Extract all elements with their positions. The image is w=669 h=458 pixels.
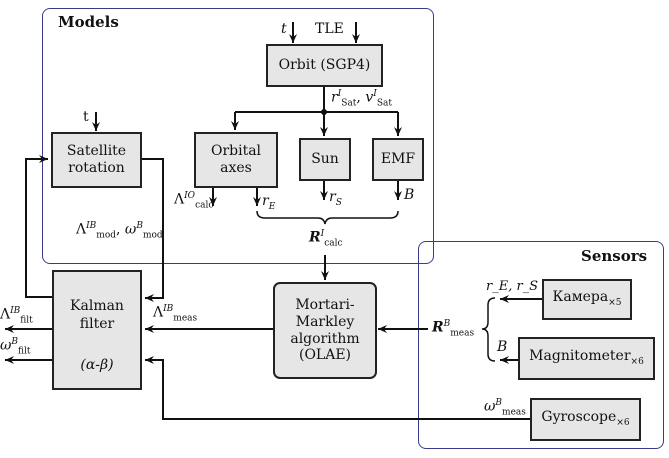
orbital-axes-line2: axes: [220, 160, 252, 176]
satellite-rotation-block: Satellite rotation: [51, 132, 142, 188]
kalman-filter-block: Kalman filter (α-β): [52, 270, 142, 390]
sensors-title: Sensors: [581, 247, 648, 265]
kalman-line3: (α-β): [80, 357, 114, 373]
gyroscope-label: Gyroscope×6: [541, 409, 630, 429]
magnetometer-block: Magnitometer×6: [518, 337, 655, 380]
models-title: Models: [58, 13, 119, 31]
gyroscope-block: Gyroscope×6: [530, 398, 641, 441]
signal-rE-rS-meas: r_E, r_S: [486, 279, 539, 294]
sun-label: Sun: [311, 150, 339, 167]
emf-block: EMF: [372, 138, 424, 181]
kalman-line2: filter: [79, 315, 115, 332]
arrow-rotation-kalman: [141, 158, 164, 302]
arrow-gyro-kalman: [145, 356, 530, 420]
signal-omega-filt: ωBfilt: [0, 337, 31, 357]
kalman-line1: Kalman: [70, 298, 124, 314]
magnetometer-label: Magnitometer×6: [529, 348, 644, 368]
input-t-rotation: t: [83, 109, 89, 125]
satellite-rotation-line2: rotation: [68, 160, 125, 176]
signal-B: B: [404, 187, 415, 203]
signal-lambda-filt: ΛIBfilt: [0, 306, 33, 326]
signal-lambda-meas: ΛIBmeas: [153, 304, 198, 324]
olae-block: Mortari- Markley algorithm (OLAE): [273, 282, 377, 379]
olae-line3: algorithm: [290, 330, 360, 347]
olae-line4: (OLAE): [298, 347, 352, 364]
orbit-label: Orbit (SGP4): [278, 56, 371, 73]
orbital-axes-line1: Orbital: [210, 142, 262, 159]
signal-R-calc: RIcalc: [309, 229, 343, 249]
camera-label: Камера×5: [552, 289, 622, 309]
junction-dot: [321, 109, 327, 115]
signal-lambda-omega-mod: ΛIBmod, ωBmod: [76, 221, 163, 241]
signal-r-v-sat: rISat, vISat: [331, 89, 392, 109]
signal-omega-meas: ωBmeas: [484, 398, 526, 418]
camera-block: Камера×5: [542, 279, 632, 320]
orbit-block: Orbit (SGP4): [266, 44, 383, 87]
brace-R-meas: [481, 297, 496, 362]
sun-block: Sun: [299, 138, 351, 181]
emf-label: EMF: [380, 150, 416, 167]
brace-R-calc: [256, 210, 399, 225]
olae-line2: Markley: [295, 313, 355, 330]
orbital-axes-block: Orbital axes: [194, 132, 278, 188]
models-group: [42, 8, 434, 264]
signal-rE: rE: [262, 193, 276, 212]
signal-B-meas: B: [497, 339, 508, 355]
sensors-group: [418, 241, 664, 449]
input-t-orbit: t: [281, 21, 287, 37]
olae-line1: Mortari-: [295, 296, 355, 313]
signal-rS: rS: [329, 189, 342, 208]
arrow-kalman-rotation: [25, 155, 53, 298]
satellite-rotation-line1: Satellite: [66, 142, 127, 159]
signal-lambda-calc: ΛIOcalc: [174, 191, 214, 211]
signal-R-meas: RBmeas: [432, 319, 475, 339]
input-tle: TLE: [315, 21, 344, 37]
